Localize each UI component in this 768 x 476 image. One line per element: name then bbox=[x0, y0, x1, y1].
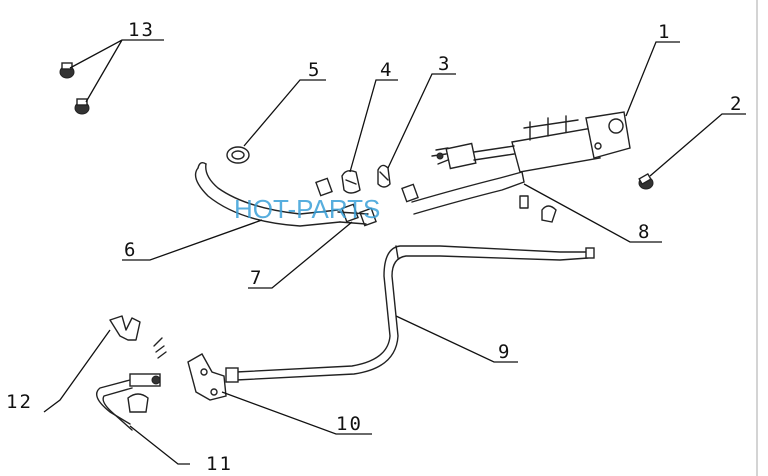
label-10: 10 bbox=[336, 413, 363, 435]
part-8-fittings bbox=[519, 195, 557, 223]
part-1-master-cylinder bbox=[431, 111, 631, 173]
label-5: 5 bbox=[308, 59, 321, 81]
part-3-clamp bbox=[377, 164, 391, 188]
part-number-labels: 1 2 3 4 5 6 7 8 9 10 11 12 13 bbox=[6, 19, 743, 475]
label-8: 8 bbox=[638, 221, 651, 243]
label-2: 2 bbox=[730, 93, 743, 115]
part-8-hose bbox=[411, 171, 525, 215]
part-10-bracket bbox=[187, 353, 227, 401]
part-12-clip bbox=[109, 315, 167, 359]
part-11-slave-pipe bbox=[96, 373, 161, 431]
part-9-clutch-pipe bbox=[225, 245, 595, 383]
label-4: 4 bbox=[380, 59, 393, 81]
leader-lines bbox=[43, 39, 746, 465]
label-1: 1 bbox=[658, 21, 671, 43]
label-3: 3 bbox=[438, 53, 451, 75]
label-7: 7 bbox=[250, 267, 263, 289]
label-12: 12 bbox=[6, 391, 33, 413]
label-9: 9 bbox=[498, 341, 511, 363]
part-2-bolt bbox=[638, 172, 654, 190]
part-6-hose bbox=[194, 161, 341, 227]
part-5-hose-clip bbox=[226, 146, 250, 164]
part-7-connector bbox=[337, 211, 369, 225]
watermark-text: HOT-PARTS bbox=[234, 194, 380, 224]
label-6: 6 bbox=[124, 239, 137, 261]
part-13-bolts bbox=[59, 62, 90, 115]
label-13: 13 bbox=[128, 19, 155, 41]
hose-junction-fittings bbox=[315, 177, 419, 227]
label-11: 11 bbox=[206, 453, 233, 475]
part-4-clamp bbox=[341, 169, 361, 194]
